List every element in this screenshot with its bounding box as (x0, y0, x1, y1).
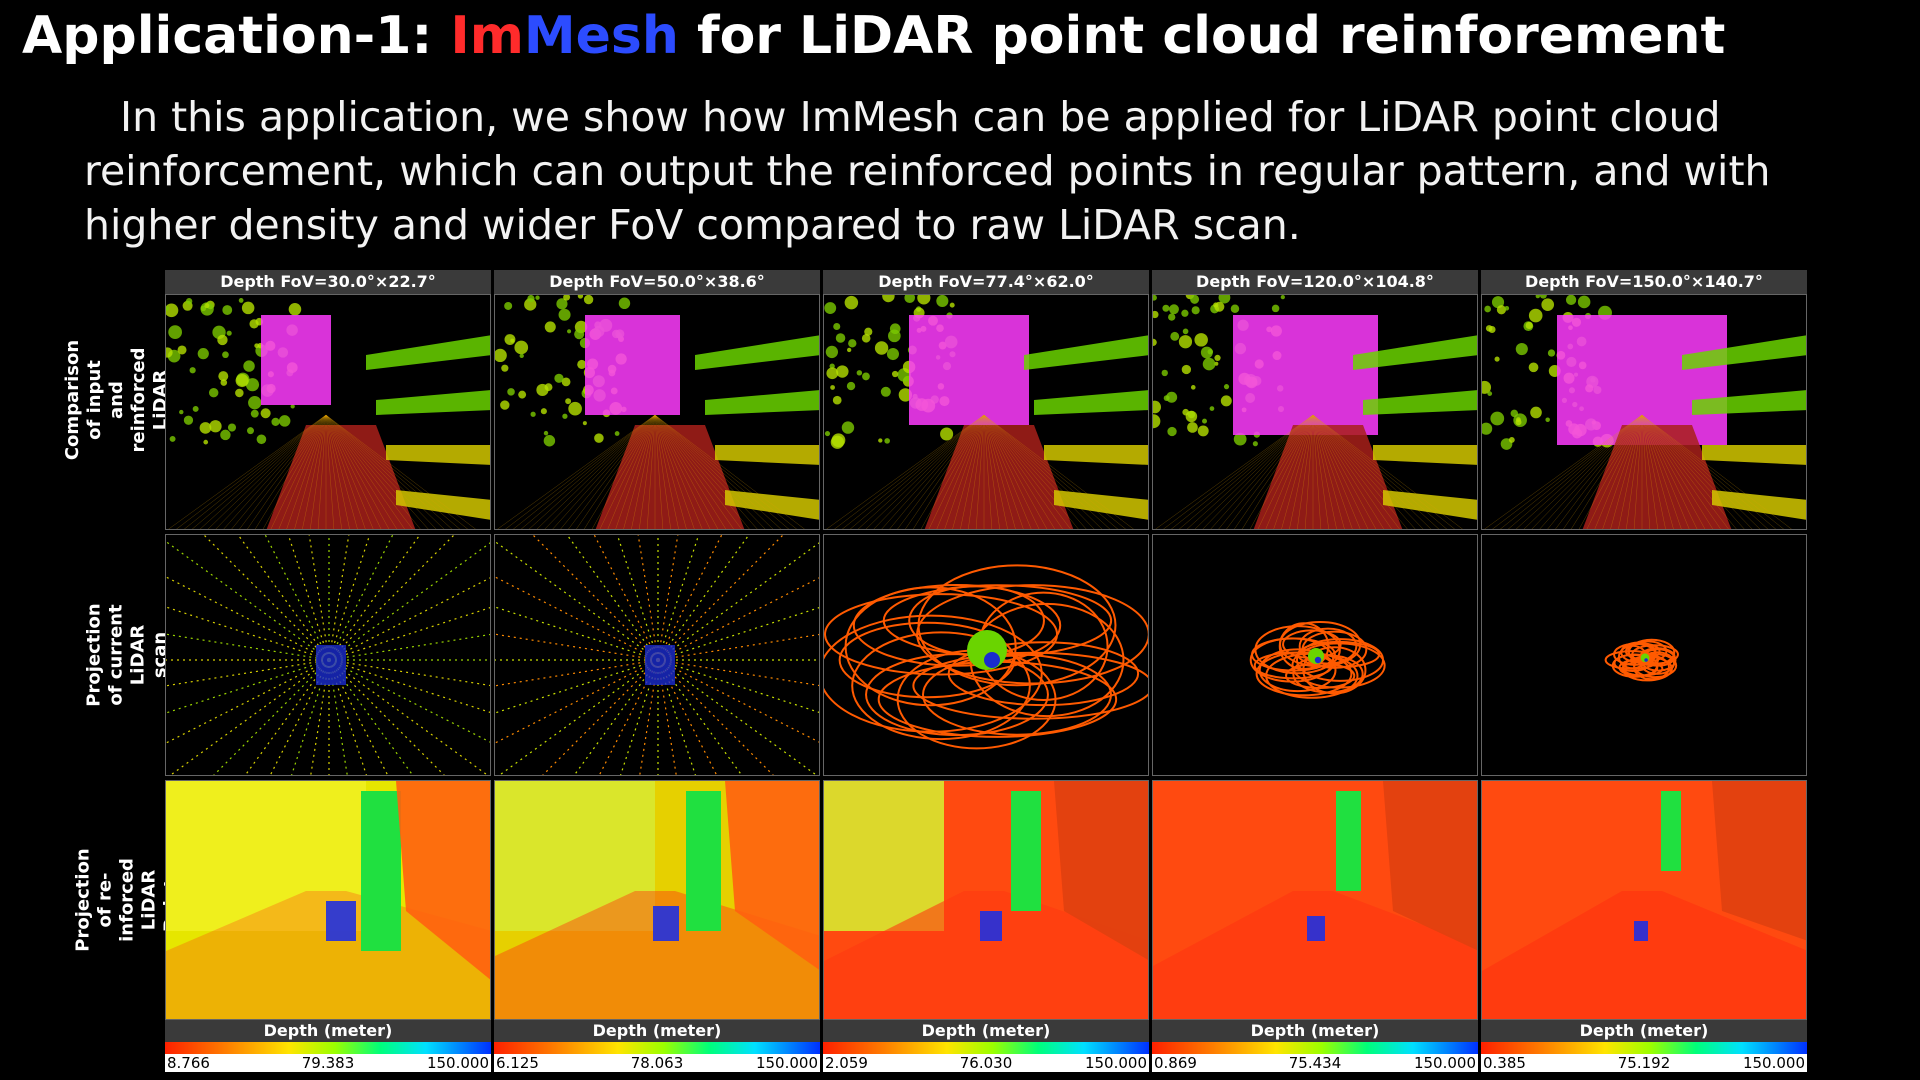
row-label-current-scan: Projection of current LiDAR scan (84, 603, 172, 707)
depth-label: Depth (meter) (1152, 1020, 1478, 1042)
scale-mid-value: 78.063 (630, 1054, 684, 1072)
scale-min-value: 6.125 (496, 1054, 539, 1072)
depth-label: Depth (meter) (494, 1020, 820, 1042)
scale-mid-value: 76.030 (959, 1054, 1013, 1072)
result-column: Depth FoV=120.0°×104.8° Depth (meter) 0.86… (1152, 270, 1478, 1072)
depth-colorbar (1152, 1042, 1478, 1054)
scale-max-value: 150.000 (1742, 1054, 1805, 1072)
depth-scale-labels: 2.059 76.030 150.000 (823, 1054, 1149, 1072)
scale-min-value: 0.869 (1154, 1054, 1197, 1072)
current-scan-projection-image (1481, 534, 1807, 776)
comparison-image (165, 294, 491, 530)
comparison-image (1481, 294, 1807, 530)
current-scan-projection-image (494, 534, 820, 776)
depth-colorbar (823, 1042, 1149, 1054)
result-column: Depth FoV=150.0°×140.7° Depth (meter) 0.38… (1481, 270, 1807, 1072)
title-brand-im: Im (450, 6, 524, 66)
depth-colorbar (494, 1042, 820, 1054)
result-column: Depth FoV=77.4°×62.0° Depth (meter) 2.059 7… (823, 270, 1149, 1072)
scale-max-value: 150.000 (1084, 1054, 1147, 1072)
scale-max-value: 150.000 (1413, 1054, 1476, 1072)
current-scan-projection-image (1152, 534, 1478, 776)
scale-mid-value: 75.434 (1288, 1054, 1342, 1072)
intro-paragraph: In this application, we show how ImMesh … (84, 93, 1771, 249)
depth-label: Depth (meter) (1481, 1020, 1807, 1042)
scale-mid-value: 79.383 (301, 1054, 355, 1072)
title-suffix: for LiDAR point cloud reinforement (678, 6, 1726, 66)
scale-max-value: 150.000 (755, 1054, 818, 1072)
depth-scale-labels: 8.766 79.383 150.000 (165, 1054, 491, 1072)
column-header: Depth FoV=50.0°×38.6° (494, 270, 820, 294)
result-column: Depth FoV=30.0°×22.7° Depth (meter) 8.766 7… (165, 270, 491, 1072)
title-brand-mesh: Mesh (523, 6, 679, 66)
scale-mid-value: 75.192 (1617, 1054, 1671, 1072)
reinforced-projection-image (1481, 780, 1807, 1020)
column-header: Depth FoV=150.0°×140.7° (1481, 270, 1807, 294)
comparison-image (823, 294, 1149, 530)
title-prefix: Application-1: (22, 6, 451, 66)
column-header: Depth FoV=120.0°×104.8° (1152, 270, 1478, 294)
depth-scale-labels: 6.125 78.063 150.000 (494, 1054, 820, 1072)
depth-colorbar (165, 1042, 491, 1054)
row-label-comparison: Comparison of input and reinforced LiDAR… (62, 339, 193, 461)
row-label-reinforced: Projection of re-inforced LiDAR Points (73, 848, 182, 952)
reinforced-projection-image (823, 780, 1149, 1020)
column-header: Depth FoV=30.0°×22.7° (165, 270, 491, 294)
comparison-image (1152, 294, 1478, 530)
current-scan-projection-image (165, 534, 491, 776)
slide-title: Application-1: ImMesh for LiDAR point cl… (22, 6, 1725, 66)
scale-min-value: 0.385 (1483, 1054, 1526, 1072)
result-column: Depth FoV=50.0°×38.6° Depth (meter) 6.125 7… (494, 270, 820, 1072)
results-grid: Depth FoV=30.0°×22.7° Depth (meter) 8.766 7… (165, 270, 1808, 1078)
depth-colorbar (1481, 1042, 1807, 1054)
scale-min-value: 2.059 (825, 1054, 868, 1072)
reinforced-projection-image (1152, 780, 1478, 1020)
scale-min-value: 8.766 (167, 1054, 210, 1072)
column-header: Depth FoV=77.4°×62.0° (823, 270, 1149, 294)
depth-label: Depth (meter) (165, 1020, 491, 1042)
current-scan-projection-image (823, 534, 1149, 776)
depth-scale-labels: 0.869 75.434 150.000 (1152, 1054, 1478, 1072)
reinforced-projection-image (165, 780, 491, 1020)
depth-label: Depth (meter) (823, 1020, 1149, 1042)
depth-scale-labels: 0.385 75.192 150.000 (1481, 1054, 1807, 1072)
reinforced-projection-image (494, 780, 820, 1020)
comparison-image (494, 294, 820, 530)
scale-max-value: 150.000 (426, 1054, 489, 1072)
